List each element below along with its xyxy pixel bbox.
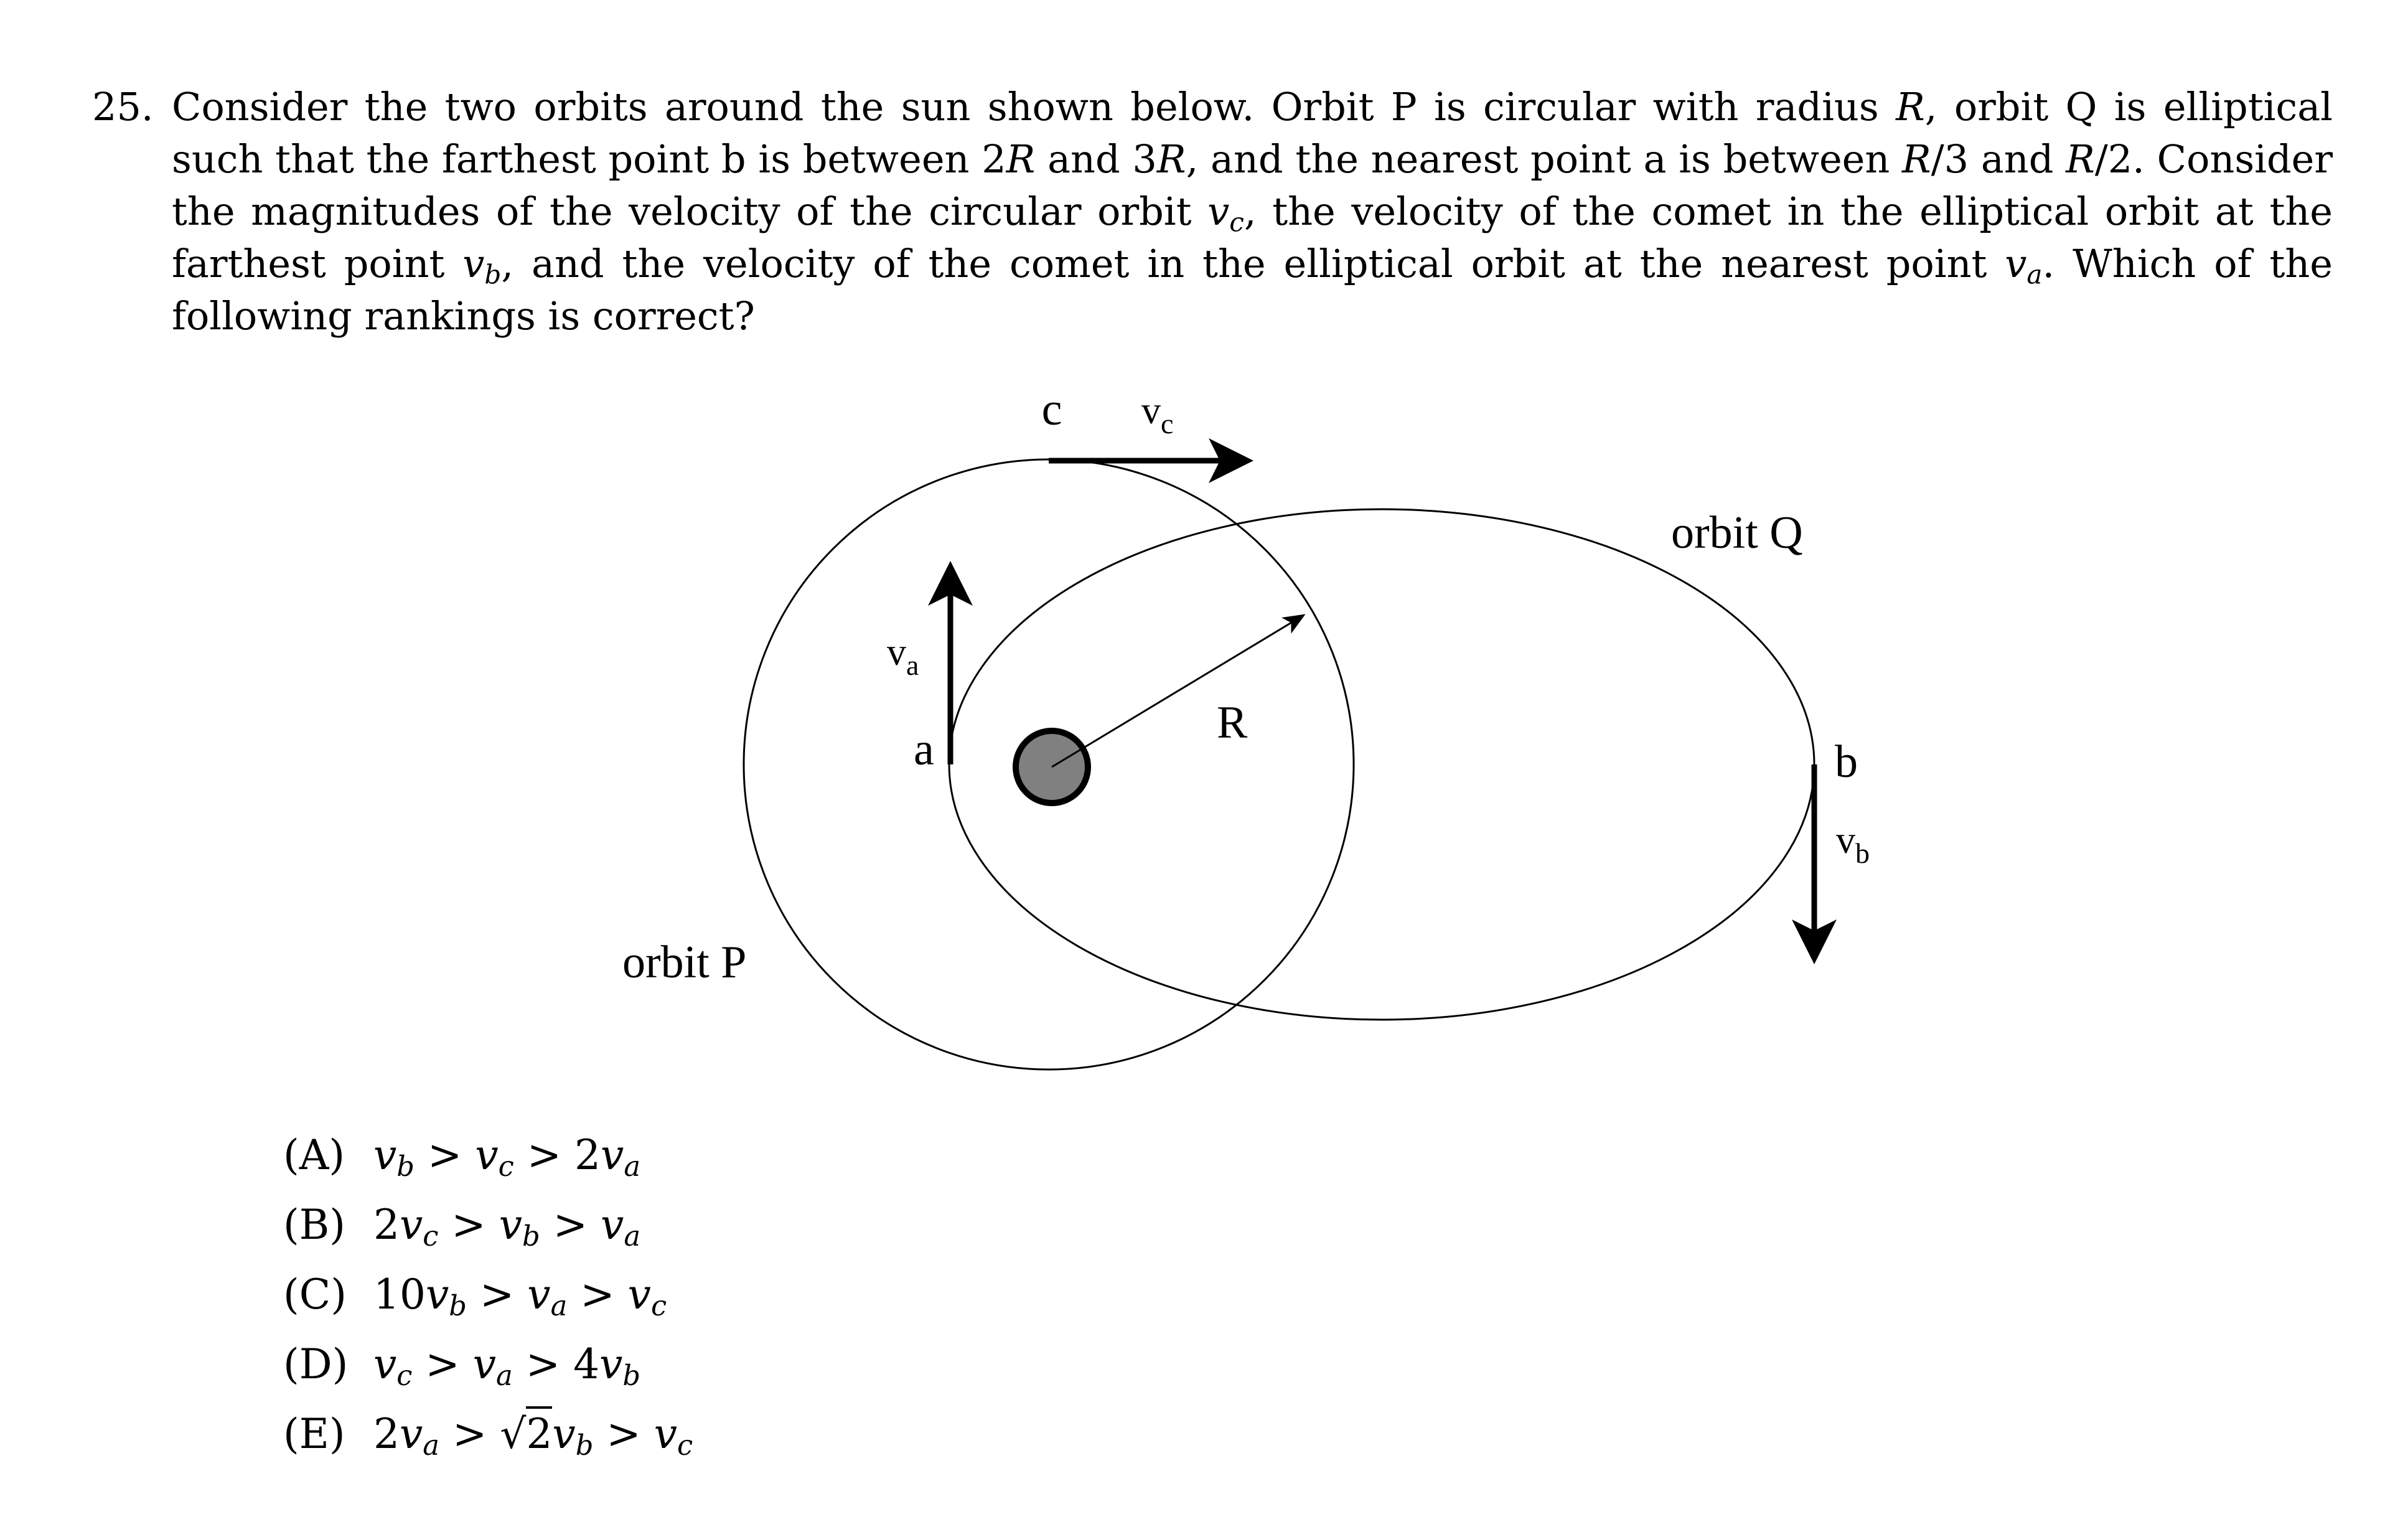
question-stem: Consider the two orbits around the sun s… — [172, 81, 2333, 342]
stem-var-v: v — [1207, 189, 1230, 234]
option-expression: vc > va > 4vb — [373, 1340, 641, 1393]
option-expression: 2vc > vb > va — [373, 1201, 641, 1253]
question-block: 25. Consider the two orbits around the s… — [92, 81, 2333, 342]
radius-arrow — [1051, 614, 1306, 768]
stem-text: , and the nearest point a is between — [1186, 136, 1903, 182]
stem-text: , orbit Q is elliptical such that the fa… — [172, 84, 2333, 182]
stem-var-v: v — [2005, 241, 2027, 286]
label-point-c: c — [1042, 384, 1062, 435]
label-point-a: a — [914, 724, 934, 775]
stem-text: , the velocity of the comet in the ellip… — [172, 189, 2333, 286]
label-orbit-p: orbit P — [622, 937, 746, 988]
label-vc: vc — [1141, 390, 1173, 439]
option-expression: 10vb > va > vc — [373, 1271, 667, 1323]
stem-text: , and the velocity of the comet in the e… — [501, 241, 2005, 286]
option-d[interactable]: (D) vc > va > 4vb — [283, 1330, 693, 1399]
option-a[interactable]: (A) vb > vc > 2va — [283, 1121, 693, 1190]
option-expression: 2va > √2vb > vc — [373, 1399, 693, 1469]
stem-var-R: R — [1156, 136, 1186, 182]
stem-text: and 3 — [1035, 136, 1157, 182]
option-letter: (C) — [283, 1271, 347, 1318]
stem-var-R: R — [2066, 136, 2095, 182]
label-va: va — [887, 631, 919, 681]
stem-var-R: R — [1902, 136, 1931, 182]
stem-var-R: R — [1006, 136, 1036, 182]
question-number: 25. — [92, 84, 154, 129]
option-letter: (D) — [283, 1340, 349, 1388]
stem-text: /3 and — [1931, 136, 2066, 182]
label-vb: vb — [1836, 819, 1870, 869]
stem-sub-b: b — [484, 259, 502, 290]
option-b[interactable]: (B) 2vc > vb > va — [283, 1190, 693, 1260]
label-point-b: b — [1835, 736, 1858, 787]
stem-var-R: R — [1896, 84, 1925, 129]
option-expression: vb > vc > 2va — [373, 1131, 641, 1183]
option-e[interactable]: (E) 2va > √2vb > vc — [283, 1399, 693, 1469]
stem-text: . Which of the following rankings is cor… — [172, 241, 2333, 339]
option-letter: (A) — [283, 1131, 345, 1179]
option-letter: (B) — [283, 1201, 345, 1249]
stem-sub-a: a — [2026, 259, 2043, 290]
stem-text: Consider the two orbits around the sun s… — [172, 84, 1896, 129]
option-letter: (E) — [283, 1410, 345, 1458]
sqrt-two: √2 — [500, 1406, 553, 1458]
label-radius-R: R — [1217, 697, 1248, 748]
stem-sub-c: c — [1229, 207, 1244, 238]
answer-options: (A) vb > vc > 2va (B) 2vc > vb > va (C) … — [283, 1121, 693, 1469]
option-c[interactable]: (C) 10vb > va > vc — [283, 1260, 693, 1330]
stem-text: /2. Consider the magnitudes of the veloc… — [172, 136, 2333, 234]
stem-var-v: v — [462, 241, 485, 286]
label-orbit-q: orbit Q — [1671, 507, 1803, 558]
